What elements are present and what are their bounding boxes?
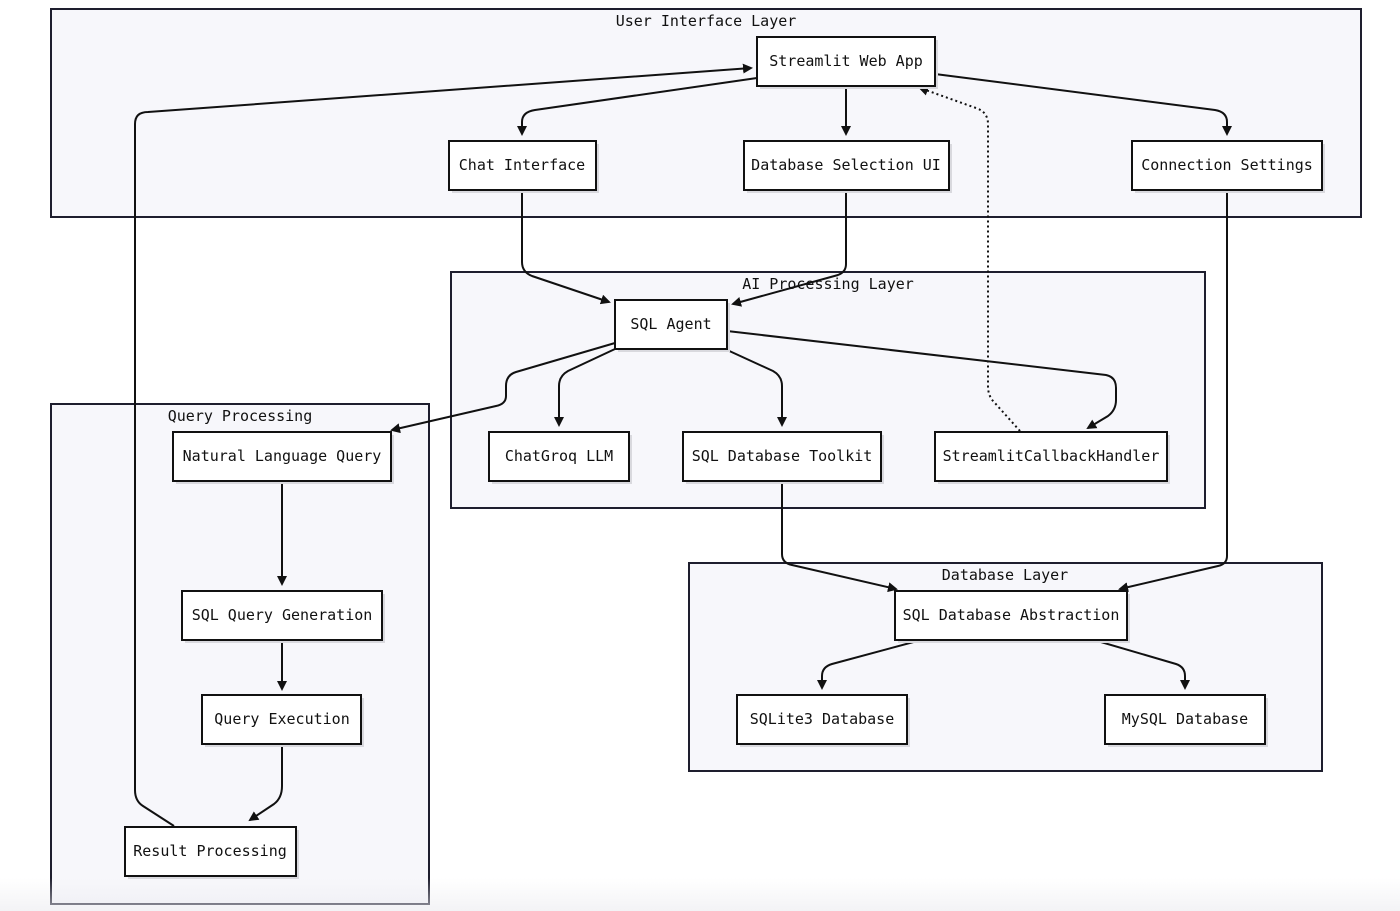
node-label-database-selection-ui: Database Selection UI — [751, 156, 941, 174]
node-sql-query-generation: SQL Query Generation — [181, 590, 385, 643]
node-label-sql-query-generation: SQL Query Generation — [192, 606, 373, 624]
layer-title-database: Database Layer — [942, 566, 1068, 584]
node-sql-database-toolkit: SQL Database Toolkit — [682, 431, 884, 484]
node-chatgroq-llm: ChatGroq LLM — [488, 431, 632, 484]
node-connection-settings: Connection Settings — [1131, 140, 1325, 193]
node-sql-database-abstraction: SQL Database Abstraction — [894, 590, 1130, 643]
edge-webapp-to-connection — [934, 73, 1232, 136]
layer-user-interface: User Interface Layer — [50, 8, 1362, 218]
node-label-streamlit-web-app: Streamlit Web App — [769, 52, 923, 70]
node-label-result-processing: Result Processing — [133, 842, 287, 860]
edge-chat-to-agent — [521, 190, 611, 305]
layer-title-query-processing: Query Processing — [168, 407, 313, 425]
node-streamlit-callback-handler: StreamlitCallbackHandler — [934, 431, 1170, 484]
node-sql-agent: SQL Agent — [614, 299, 730, 352]
node-result-processing: Result Processing — [124, 826, 299, 879]
edge-agent-to-callback — [726, 330, 1117, 430]
layer-query-processing: Query Processing — [50, 403, 430, 905]
node-mysql-database: MySQL Database — [1104, 694, 1268, 747]
edge-agent-to-nlquery — [390, 342, 616, 434]
layer-title-user-interface: User Interface Layer — [616, 12, 797, 30]
node-label-sql-database-abstraction: SQL Database Abstraction — [903, 606, 1120, 624]
node-label-chat-interface: Chat Interface — [459, 156, 585, 174]
node-database-selection-ui: Database Selection UI — [743, 140, 952, 193]
edge-agent-to-toolkit — [724, 348, 787, 427]
layer-title-ai-processing: AI Processing Layer — [742, 275, 914, 293]
node-label-streamlit-callback-handler: StreamlitCallbackHandler — [943, 447, 1160, 465]
node-label-query-execution: Query Execution — [214, 710, 349, 728]
node-streamlit-web-app: Streamlit Web App — [756, 36, 938, 89]
edge-abstraction-to-sqlite — [817, 639, 922, 690]
edge-connection-to-abstraction — [1118, 190, 1228, 593]
node-label-natural-language-query: Natural Language Query — [183, 447, 382, 465]
edge-execution-to-result — [248, 744, 283, 822]
node-label-mysql-database: MySQL Database — [1122, 710, 1248, 728]
edge-webapp-to-chat — [517, 77, 758, 136]
edges — [134, 63, 1232, 827]
edge-agent-to-chatgroq — [554, 348, 616, 427]
edge-toolkit-to-abstraction — [781, 481, 898, 593]
node-label-sqlite3-database: SQLite3 Database — [750, 710, 895, 728]
node-label-sql-database-toolkit: SQL Database Toolkit — [692, 447, 873, 465]
node-label-connection-settings: Connection Settings — [1141, 156, 1313, 174]
edge-dbselection-to-agent — [731, 190, 847, 307]
edge-abstraction-to-mysql — [1093, 639, 1190, 690]
node-label-chatgroq-llm: ChatGroq LLM — [505, 447, 613, 465]
node-sqlite3-database: SQLite3 Database — [736, 694, 910, 747]
node-natural-language-query: Natural Language Query — [172, 431, 394, 484]
edge-result-to-webapp — [134, 63, 753, 827]
node-query-execution: Query Execution — [201, 694, 364, 747]
node-label-sql-agent: SQL Agent — [630, 315, 711, 333]
node-chat-interface: Chat Interface — [448, 140, 599, 193]
